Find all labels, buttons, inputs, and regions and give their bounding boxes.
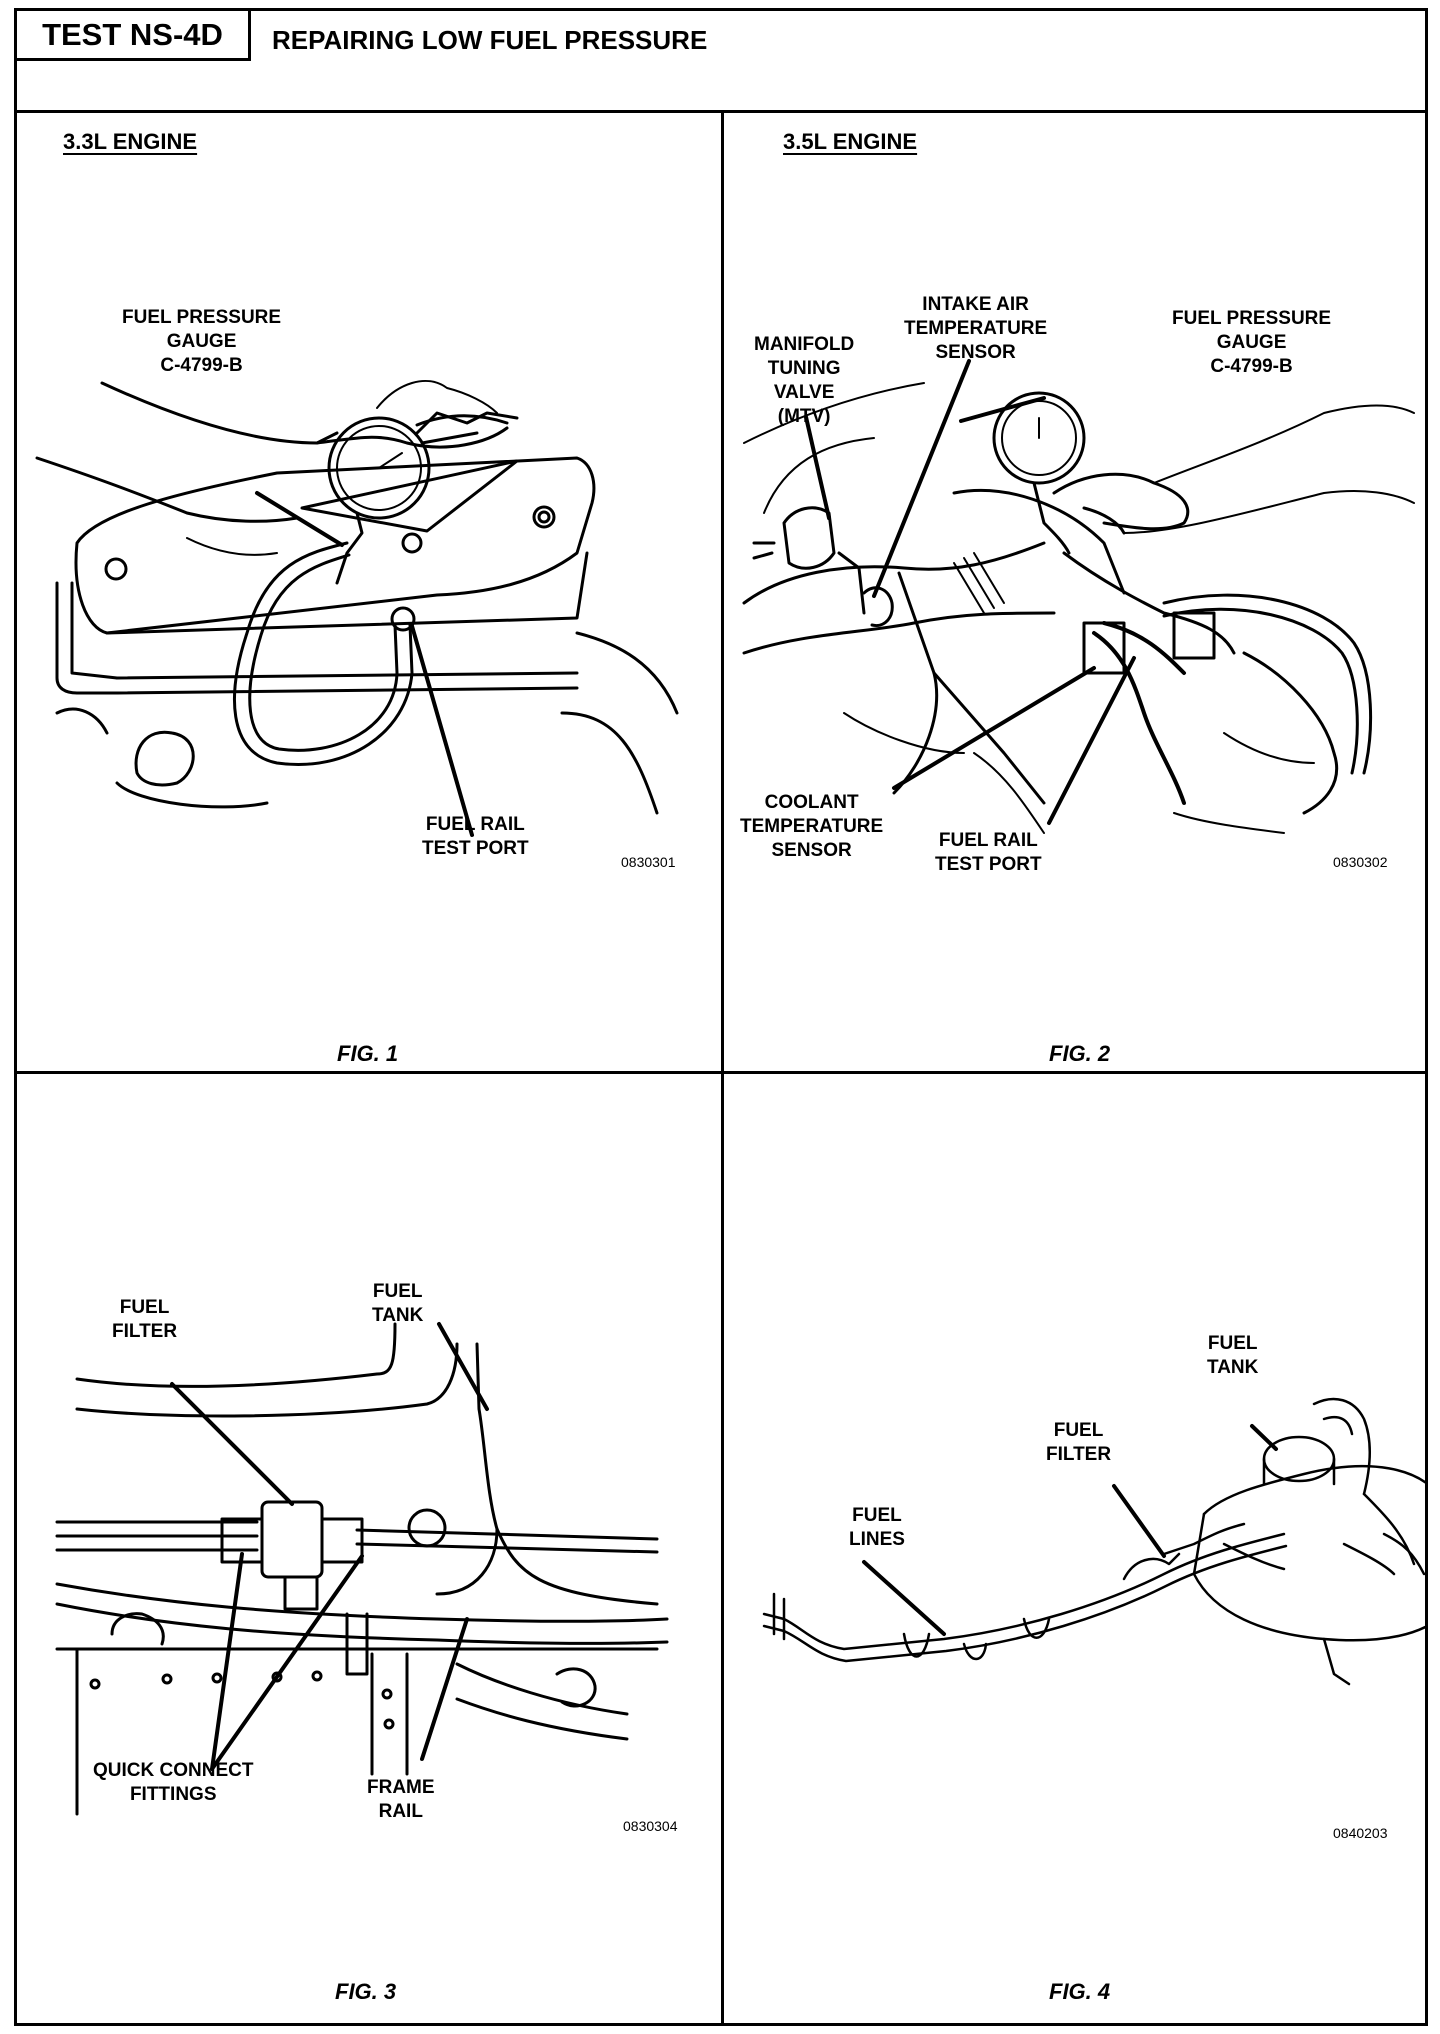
- page-header: TEST NS-4D REPAIRING LOW FUEL PRESSURE: [17, 11, 1425, 113]
- figure-1-panel: 3.3L ENGINE FUEL PRESSURE GAUGE C-4799-B…: [17, 113, 721, 1071]
- fig3-tank-callout: FUEL TANK: [372, 1281, 424, 1326]
- fig2-gauge-callout: FUEL PRESSURE GAUGE C-4799-B: [1172, 308, 1332, 377]
- fig1-test-port-callout: FUEL RAIL TEST PORT: [422, 814, 529, 859]
- page-title: REPAIRING LOW FUEL PRESSURE: [272, 25, 708, 55]
- fig1-caption: FIG. 1: [337, 1041, 399, 1066]
- fig4-illustration: [762, 1397, 1425, 1686]
- fig3-caption: FIG. 3: [335, 1979, 397, 2004]
- figure-4-panel: FUEL TANK FUEL FILTER FUEL LINES 0840203…: [724, 1074, 1425, 2023]
- fig1-gauge-callout: FUEL PRESSURE GAUGE C-4799-B: [122, 307, 282, 376]
- fig2-engine-label: 3.5L ENGINE: [783, 129, 918, 154]
- fig2-illustration: [742, 359, 1415, 834]
- fig3-illustration: [55, 1322, 669, 1816]
- fig3-filter-callout: FUEL FILTER: [112, 1297, 178, 1342]
- fig2-coolant-callout: COOLANT TEMPERATURE SENSOR: [740, 792, 884, 861]
- fig3-code: 0830304: [623, 1818, 678, 1834]
- fig3-frame-callout: FRAME RAIL: [367, 1777, 435, 1822]
- fig4-filter-callout: FUEL FILTER: [1046, 1420, 1112, 1465]
- fig2-mtv-callout: MANIFOLD TUNING VALVE (MTV): [754, 334, 855, 427]
- fig4-code: 0840203: [1333, 1825, 1388, 1841]
- fig2-code: 0830302: [1333, 854, 1388, 870]
- test-id-box: TEST NS-4D: [17, 11, 251, 61]
- vertical-divider: [721, 110, 724, 2023]
- fig3-fittings-callout: QUICK CONNECT FITTINGS: [93, 1760, 254, 1805]
- fig2-caption: FIG. 2: [1049, 1041, 1111, 1066]
- document-sheet: TEST NS-4D REPAIRING LOW FUEL PRESSURE: [14, 8, 1428, 2026]
- fig1-engine-label: 3.3L ENGINE: [63, 129, 198, 154]
- figure-2-panel: 3.5L ENGINE MANIFOLD TUNING VALVE (MTV) …: [724, 113, 1425, 1071]
- fig4-caption: FIG. 4: [1049, 1979, 1111, 2004]
- fig4-lines-callout: FUEL LINES: [849, 1505, 905, 1550]
- horizontal-divider: [17, 1071, 1425, 1074]
- fig1-code: 0830301: [621, 854, 676, 870]
- fig1-illustration: [35, 379, 679, 837]
- fig4-tank-callout: FUEL TANK: [1207, 1333, 1259, 1378]
- fig2-test-port-callout: FUEL RAIL TEST PORT: [935, 830, 1042, 875]
- figure-3-panel: FUEL FILTER FUEL TANK QUICK CONNECT FITT…: [17, 1074, 721, 2023]
- fig2-iat-callout: INTAKE AIR TEMPERATURE SENSOR: [904, 294, 1048, 363]
